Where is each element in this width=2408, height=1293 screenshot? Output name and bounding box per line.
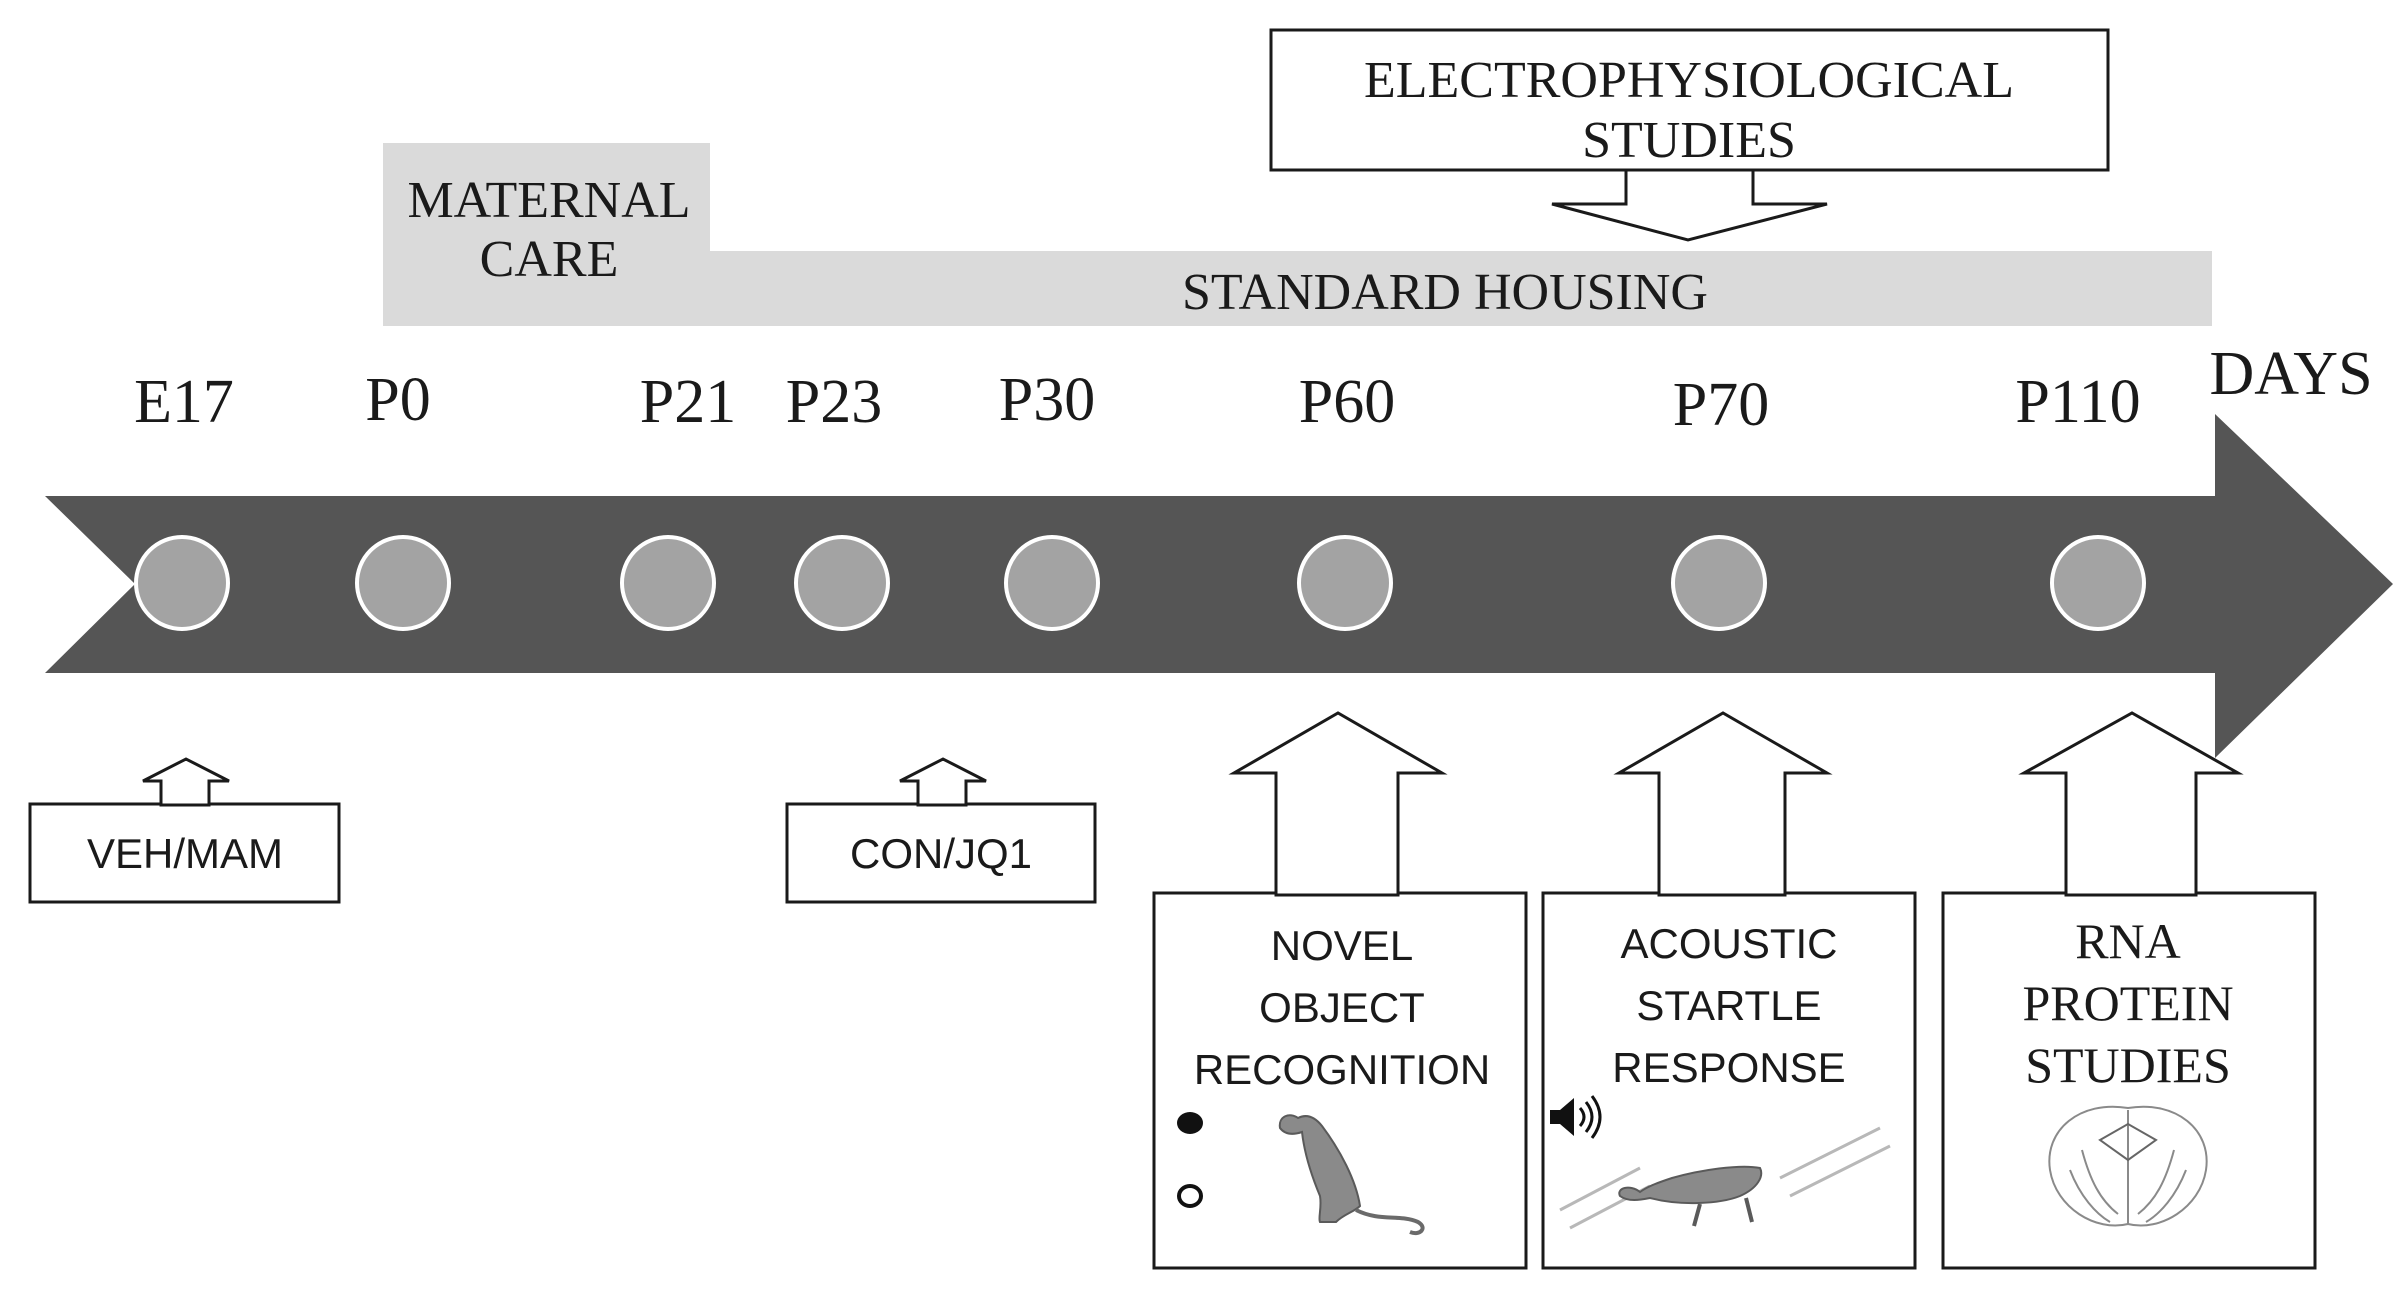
timepoint-marker bbox=[1297, 535, 1393, 631]
novel-object-icon bbox=[1177, 1184, 1203, 1208]
timepoint-label: P30 bbox=[999, 366, 1095, 434]
timepoint-marker bbox=[2050, 535, 2146, 631]
housing-band: MATERNAL CARE STANDARD HOUSING bbox=[383, 143, 2212, 326]
timepoint-marker bbox=[620, 535, 716, 631]
days-axis-label: DAYS bbox=[2209, 340, 2372, 408]
familiar-object-icon bbox=[1177, 1112, 1203, 1134]
speaker-icon bbox=[1550, 1095, 1602, 1139]
timepoint-label: P23 bbox=[786, 368, 882, 436]
rna-label-2: PROTEIN bbox=[2022, 975, 2233, 1031]
timepoint-marker bbox=[355, 535, 451, 631]
timepoint-label: P70 bbox=[1673, 371, 1769, 439]
timepoint-marker bbox=[1671, 535, 1767, 631]
prenatal-treatment-box bbox=[28, 802, 341, 904]
up-arrow-icon bbox=[899, 757, 987, 807]
timepoint-markers bbox=[134, 535, 2146, 631]
nor-label-3: RECOGNITION bbox=[1194, 1046, 1490, 1093]
maternal-care-label-1: MATERNAL bbox=[407, 172, 690, 229]
timepoint-marker bbox=[1004, 535, 1100, 631]
timepoint-label: P110 bbox=[2015, 368, 2140, 436]
prenatal-treatment-callout: VEH/MAM bbox=[28, 757, 341, 904]
asr-box bbox=[1541, 891, 1917, 1270]
electrophysiology-label-1: ELECTROPHYSIOLOGICAL bbox=[1364, 52, 2014, 109]
startled-rat-icon bbox=[1559, 1126, 1891, 1230]
timepoint-label: P60 bbox=[1299, 368, 1395, 436]
postnatal-treatment-label: CON/JQ1 bbox=[850, 830, 1032, 877]
postnatal-treatment-callout: CON/JQ1 bbox=[785, 757, 1097, 904]
timepoint-labels: E17 P0 P21 P23 P30 P60 P70 P110 DAYS bbox=[134, 340, 2373, 439]
standard-housing-label: STANDARD HOUSING bbox=[1182, 264, 1708, 321]
prenatal-treatment-label: VEH/MAM bbox=[87, 830, 283, 877]
rat-tail bbox=[1355, 1208, 1425, 1235]
maternal-care-label-2: CARE bbox=[480, 231, 619, 288]
asr-label-1: ACOUSTIC bbox=[1620, 920, 1837, 967]
electrophysiology-callout: ELECTROPHYSIOLOGICAL STUDIES bbox=[1269, 28, 2110, 242]
rna-protein-callout: RNA PROTEIN STUDIES bbox=[1941, 711, 2317, 1270]
novel-object-recognition-callout: NOVEL OBJECT RECOGNITION bbox=[1152, 711, 1528, 1270]
rna-label-3: STUDIES bbox=[2025, 1037, 2231, 1093]
up-arrow-icon bbox=[1613, 711, 1833, 897]
timepoint-marker bbox=[134, 535, 230, 631]
standard-housing-band bbox=[383, 251, 2212, 326]
brain-section-icon bbox=[2048, 1105, 2208, 1227]
up-arrow-icon bbox=[2018, 711, 2244, 897]
rat-with-objects-icon bbox=[1177, 1112, 1425, 1235]
up-arrow-icon bbox=[1228, 711, 1448, 897]
timepoint-label: E17 bbox=[134, 368, 234, 436]
asr-label-3: RESPONSE bbox=[1612, 1044, 1845, 1091]
electrophysiology-label-2: STUDIES bbox=[1582, 112, 1796, 169]
postnatal-treatment-box bbox=[785, 802, 1097, 904]
timepoint-label: P21 bbox=[640, 368, 736, 436]
timeline-arrow bbox=[45, 414, 2393, 758]
timepoint-label: P0 bbox=[365, 366, 430, 434]
down-arrow-icon bbox=[1551, 168, 1828, 242]
rna-label-1: RNA bbox=[2075, 913, 2181, 969]
timepoint-marker bbox=[794, 535, 890, 631]
nor-label-2: OBJECT bbox=[1259, 984, 1425, 1031]
rearing-rat-icon bbox=[1278, 1114, 1362, 1223]
nor-label-1: NOVEL bbox=[1271, 922, 1413, 969]
asr-label-2: STARTLE bbox=[1636, 982, 1821, 1029]
acoustic-startle-callout: ACOUSTIC STARTLE RESPONSE bbox=[1541, 711, 1917, 1270]
electrophysiology-box bbox=[1269, 28, 2110, 172]
up-arrow-icon bbox=[142, 757, 230, 807]
